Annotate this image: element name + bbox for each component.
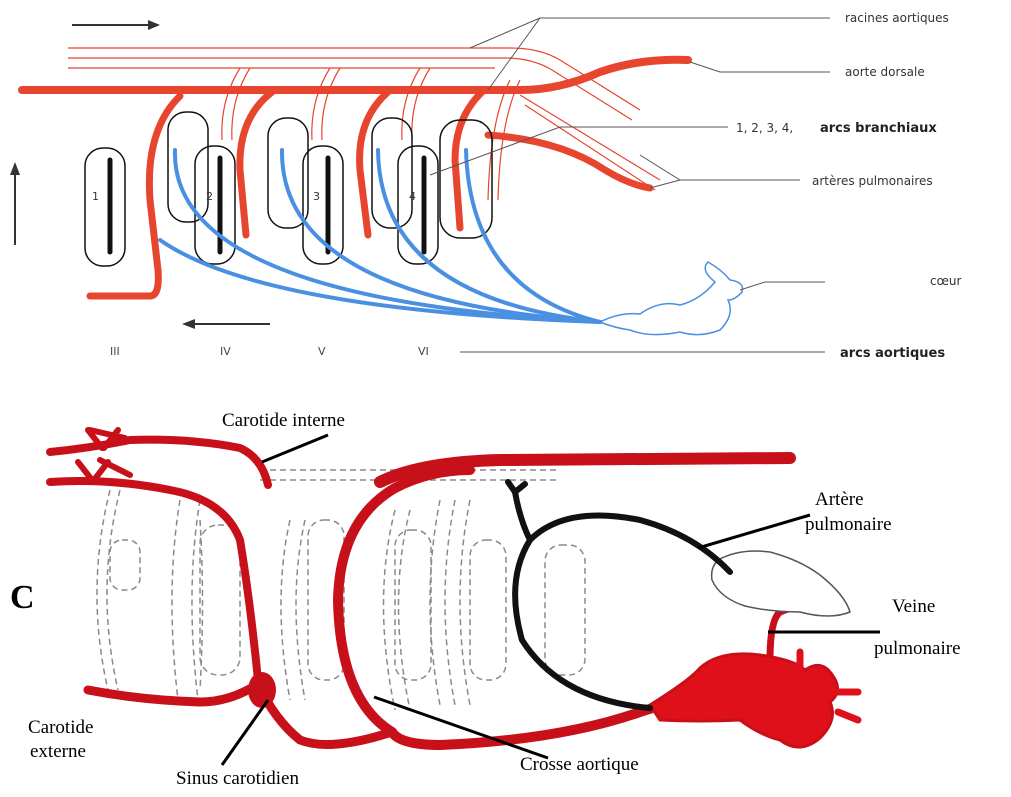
red-heart-shape bbox=[650, 654, 838, 747]
slit-number-1: 1 bbox=[92, 190, 99, 203]
label-carotide-interne: Carotide interne bbox=[222, 410, 345, 431]
arch-numeral-V: V bbox=[318, 345, 326, 358]
label-artere-pulmonaire-line2: pulmonaire bbox=[805, 514, 892, 535]
label-arcs-branchiaux-prefix: 1, 2, 3, 4, bbox=[736, 121, 793, 135]
lung-shape bbox=[712, 551, 850, 616]
label-aorte-dorsale: aorte dorsale bbox=[845, 65, 925, 79]
label-coeur: cœur bbox=[930, 274, 961, 288]
label-arteres-pulmonaires: artères pulmonaires bbox=[812, 174, 933, 188]
bottom-panel: C Carotide interne Artère pulmonaire Vei… bbox=[10, 410, 961, 789]
carotid-bifurcation-ticks bbox=[78, 430, 118, 480]
slit-number-3: 3 bbox=[313, 190, 320, 203]
label-sinus-carotidien: Sinus carotidien bbox=[176, 768, 299, 789]
aorte-dorsale bbox=[22, 60, 688, 90]
label-racines-aortiques: racines aortiques bbox=[845, 11, 949, 25]
panel-letter: C bbox=[10, 579, 35, 616]
slit-number-4: 4 bbox=[409, 190, 416, 203]
label-carotide-externe-line1: Carotide bbox=[28, 717, 93, 738]
coeur-shape bbox=[600, 262, 743, 335]
arch-numeral-IV: IV bbox=[220, 345, 231, 358]
left-arrow-icon bbox=[182, 319, 270, 329]
label-veine-pulmonaire-line2: pulmonaire bbox=[874, 638, 961, 659]
up-arrow-icon bbox=[10, 162, 20, 245]
label-veine-pulmonaire-line1: Veine bbox=[892, 596, 935, 617]
label-crosse-aortique: Crosse aortique bbox=[520, 754, 639, 775]
label-arcs-aortiques: arcs aortiques bbox=[840, 346, 945, 361]
label-carotide-externe-line2: externe bbox=[30, 741, 86, 762]
sinus-carotidien-shape bbox=[248, 672, 276, 708]
slit-number-2: 2 bbox=[206, 190, 213, 203]
label-artere-pulmonaire-line1: Artère bbox=[815, 489, 864, 510]
top-panel: 1 2 3 4 III IV V VI ra bbox=[10, 11, 961, 361]
label-arcs-branchiaux: arcs branchiaux bbox=[820, 121, 937, 136]
arch-numeral-III: III bbox=[110, 345, 120, 358]
right-arrow-icon bbox=[72, 20, 160, 30]
arch-numeral-VI: VI bbox=[418, 345, 429, 358]
